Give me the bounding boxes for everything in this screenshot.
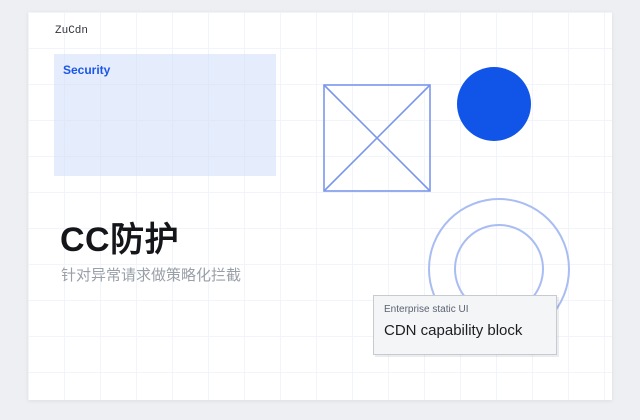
security-panel[interactable]: Security xyxy=(54,54,276,176)
security-panel-label: Security xyxy=(63,63,111,77)
brand-logo: ZuCdn xyxy=(55,25,89,37)
capability-block-label: CDN capability block xyxy=(384,322,523,339)
filled-circle-shape xyxy=(457,67,531,141)
design-canvas-card: ZuCdn Security CC防护 针对异常请求做策略化拦截 Enterpr… xyxy=(28,12,612,400)
capability-block-eyebrow: Enterprise static UI xyxy=(384,304,469,315)
feature-title: CC防护 xyxy=(60,221,180,259)
box-with-cross-icon xyxy=(323,84,431,192)
cdn-capability-block[interactable]: Enterprise static UI CDN capability bloc… xyxy=(373,295,557,355)
feature-subtitle: 针对异常请求做策略化拦截 xyxy=(61,267,242,284)
